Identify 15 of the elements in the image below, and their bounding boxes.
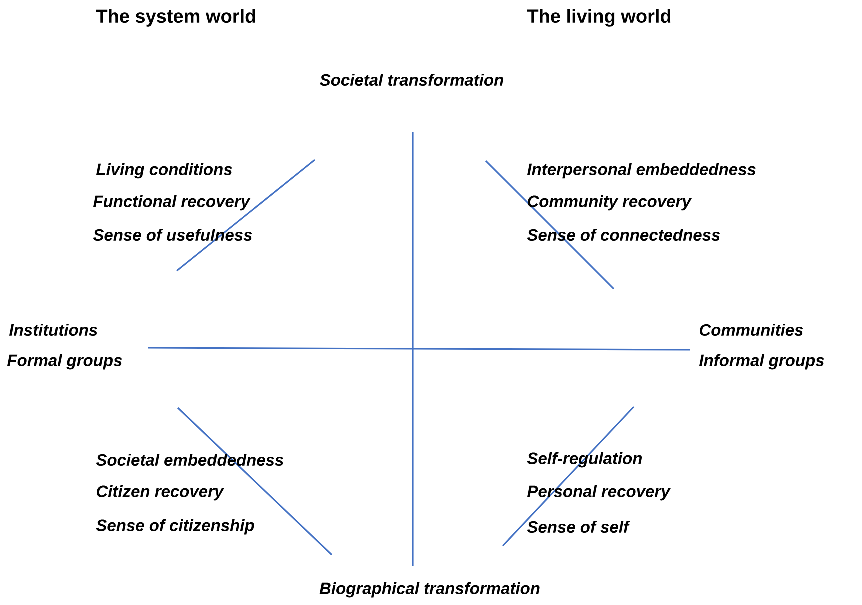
quadrant-label: Citizen recovery (97, 485, 224, 501)
quadrant-label: Sense of self (527, 520, 630, 534)
axis-label: Biographical transformation (320, 582, 540, 598)
axis-label: Communities (700, 324, 804, 336)
quadrant-label: Community recovery (528, 195, 692, 211)
quadrant-label: Living conditions (96, 163, 232, 179)
heading: The system world (96, 9, 256, 27)
axis-label: Informal groups (700, 354, 824, 370)
axis-label: Formal groups (7, 354, 122, 370)
quadrant-label: Sense of citizenship (96, 519, 254, 535)
quadrant-label: Interpersonal embeddedness (528, 163, 756, 179)
axis-label: Institutions (9, 324, 98, 336)
heading: The living world (527, 9, 671, 27)
quadrant-label: Functional recovery (93, 195, 251, 211)
axis-label: Societal transformation (320, 74, 504, 86)
